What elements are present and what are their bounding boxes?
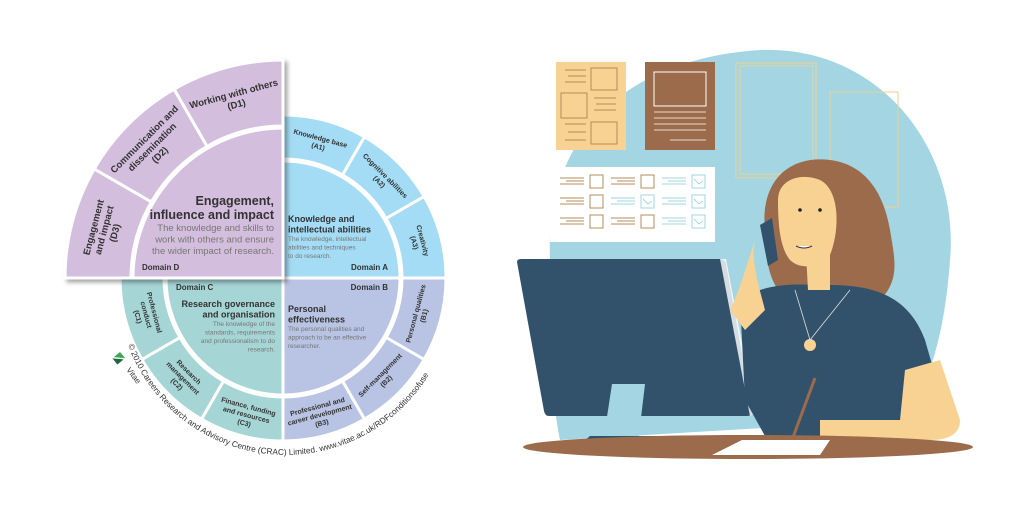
- arm-writing: [820, 360, 960, 440]
- domain-description: approach to be an effective: [288, 335, 367, 342]
- empty-checkbox: [589, 194, 604, 209]
- domain-title: Knowledge and: [288, 214, 355, 224]
- segment-label-line: (D3): [108, 223, 123, 244]
- segment-b1: [384, 276, 448, 362]
- domain-title: Personal: [288, 304, 326, 314]
- domain-title: Research governance: [181, 299, 275, 309]
- domain-c: Finance, fundingand resources(C3)Researc…: [118, 276, 285, 443]
- empty-checkbox: [640, 214, 655, 229]
- pen: [790, 377, 817, 441]
- vitae-logo: [112, 352, 126, 365]
- desk: [523, 435, 973, 459]
- domain-title: effectiveness: [288, 315, 345, 325]
- pendant: [804, 339, 816, 351]
- wall-frame: [735, 62, 817, 179]
- segment-c2: [139, 335, 226, 422]
- domain-description: The knowledge and skills to: [157, 223, 274, 234]
- hair: [764, 159, 895, 300]
- segment-b3: [281, 379, 367, 443]
- domain-name: Domain D: [142, 263, 180, 272]
- woman: [730, 159, 960, 445]
- domain-description: The knowledge of the: [213, 321, 276, 328]
- segment-d3: [63, 166, 154, 280]
- segment-b2: [340, 335, 427, 422]
- wall-frame: [829, 91, 899, 208]
- wall-frame: [739, 65, 814, 175]
- domain-description: The personal qualities and: [288, 326, 365, 333]
- neck: [806, 250, 830, 290]
- domain-description: and professionalism to do: [201, 338, 275, 345]
- segment-label-line: (D1): [226, 97, 247, 112]
- researcher-development-framework-wheel: Knowledge base(A1)Cognitive abilities(A2…: [63, 58, 448, 457]
- monitor-stand: [603, 384, 645, 443]
- domain-description: research.: [248, 347, 275, 354]
- poster-layout: [556, 62, 626, 150]
- domain-d: Working with others(D1)Communication and…: [63, 58, 285, 280]
- domain-description: abilities and techniques: [288, 245, 356, 252]
- domain-name: Domain B: [351, 283, 389, 292]
- backdrop-blob: [549, 49, 951, 440]
- computer-monitor: [517, 259, 755, 446]
- segment-a2: [340, 134, 427, 221]
- domain-description: researcher.: [288, 343, 321, 350]
- monitor-base: [578, 436, 700, 446]
- necklace: [794, 289, 851, 341]
- segment-label-line: (C3): [236, 419, 251, 429]
- domain-description: work with others and ensure: [154, 235, 274, 246]
- segment-a3: [384, 194, 448, 280]
- arm-phone: [730, 240, 765, 330]
- face: [778, 176, 837, 267]
- domain-core: [131, 126, 285, 280]
- poster-document: [645, 62, 715, 150]
- segment-label-line: (C1): [132, 310, 142, 325]
- segment-label-line: (A3): [408, 236, 418, 251]
- segment-label-line: (A1): [311, 142, 326, 152]
- segment-label-line: (B1): [420, 308, 430, 323]
- domain-core: [281, 276, 402, 397]
- segment-c1: [118, 276, 182, 362]
- paper-sheet: [712, 440, 830, 455]
- domain-core: [164, 276, 285, 397]
- domain-core: [281, 159, 402, 280]
- checked-box: [640, 194, 655, 209]
- domain-title: influence and impact: [150, 208, 275, 222]
- domain-description: The knowledge, intellectual: [288, 236, 367, 243]
- checked-box: [691, 194, 706, 209]
- domain-description: to do research.: [288, 253, 332, 260]
- domain-b: Personal qualities(B1)Self-management(B2…: [281, 276, 448, 443]
- empty-checkbox: [589, 214, 604, 229]
- domain-title: Engagement,: [196, 194, 275, 208]
- domain-name: Domain A: [351, 263, 388, 272]
- checklist-board: [550, 167, 715, 242]
- segment-label-line: (B3): [315, 419, 330, 429]
- segment-c3: [199, 379, 285, 443]
- checked-box: [691, 174, 706, 189]
- domain-name: Domain C: [176, 283, 214, 292]
- shirt: [740, 284, 945, 445]
- empty-checkbox: [640, 174, 655, 189]
- domain-title: and organisation: [202, 310, 275, 320]
- domain-title: intellectual abilities: [288, 225, 371, 235]
- checked-box: [691, 214, 706, 229]
- domain-description: the wider impact of research.: [152, 246, 274, 257]
- domain-description: standards, requirements: [205, 330, 276, 337]
- phone: [760, 218, 778, 266]
- empty-checkbox: [589, 174, 604, 189]
